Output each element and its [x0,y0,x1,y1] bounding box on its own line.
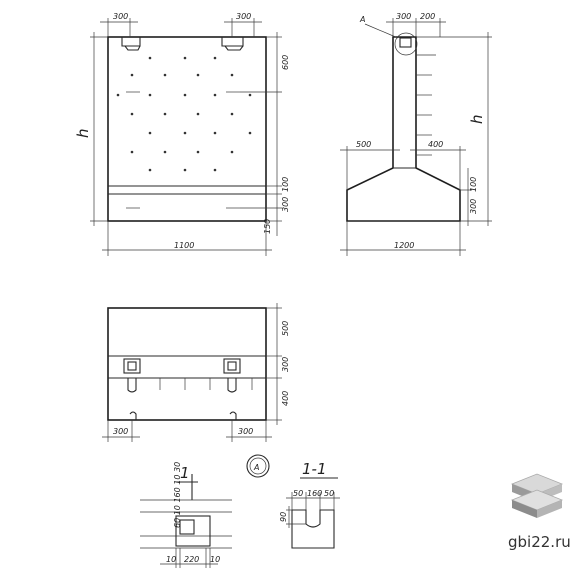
anchor-dots [116,56,252,172]
detail-dim-220: 220 [184,555,199,564]
detail-dim-10a: 10 [166,555,176,564]
front-view: 300 300 h 600 100 300 150 1100 [74,12,290,256]
detail-dim-10b: 10 [210,555,220,564]
plan-dim-left: 300 [113,427,128,436]
front-dim-right-mid: 100 [281,177,290,192]
section-hatch [291,509,335,549]
section-dim-160: 160 [307,489,322,498]
plan-outline [107,307,267,421]
watermark-text: gbi22.ru [508,533,571,551]
side-callout-label: A [359,15,365,24]
side-dim-top-a: 300 [396,12,411,21]
front-outline [107,36,267,222]
detail-vertical-dims: 60 10 160 10 30 [173,462,182,528]
front-dim-width: 1100 [174,241,194,250]
side-dim-right-low: 300 [469,199,478,214]
detail-a: 1 60 10 160 10 30 10 220 10 [140,462,232,568]
side-dim-right-mid: 100 [469,177,478,192]
plan-dim-right-top: 500 [281,321,290,336]
front-dim-top-left: 300 [113,12,128,21]
plan-dim-right-mid: 300 [281,357,290,372]
detail-section-mark: 1 [180,464,190,482]
front-dim-right-upper: 600 [281,55,290,70]
stacked-slabs-icon [510,473,564,518]
plan-view: 500 300 400 300 300 [102,303,290,442]
side-dim-base: 1200 [394,241,414,250]
section-dim-90: 90 [279,512,288,522]
section-dim-50a: 50 [293,489,303,498]
plan-dim-right: 300 [238,427,253,436]
side-callout-circle [394,32,418,56]
section-dim-50b: 50 [324,489,334,498]
section-1-1: 1-1 50 160 50 90 [279,460,340,549]
side-outline [346,36,461,222]
side-view: A 300 200 h 500 400 100 300 1200 [340,12,492,256]
front-dim-right-bottom: 150 [263,219,272,234]
callout-a: A [246,454,270,478]
side-dim-height: h [468,114,486,124]
front-dim-height: h [74,128,92,138]
plan-dim-right-low: 400 [281,391,290,406]
side-dim-toe: 400 [428,140,443,149]
callout-a-label: A [253,463,259,472]
front-dim-top-right: 300 [236,12,251,21]
section-title: 1-1 [302,460,327,478]
side-dim-flange: 500 [356,140,371,149]
side-dim-top-b: 200 [420,12,435,21]
front-dim-right-low: 300 [281,197,290,212]
